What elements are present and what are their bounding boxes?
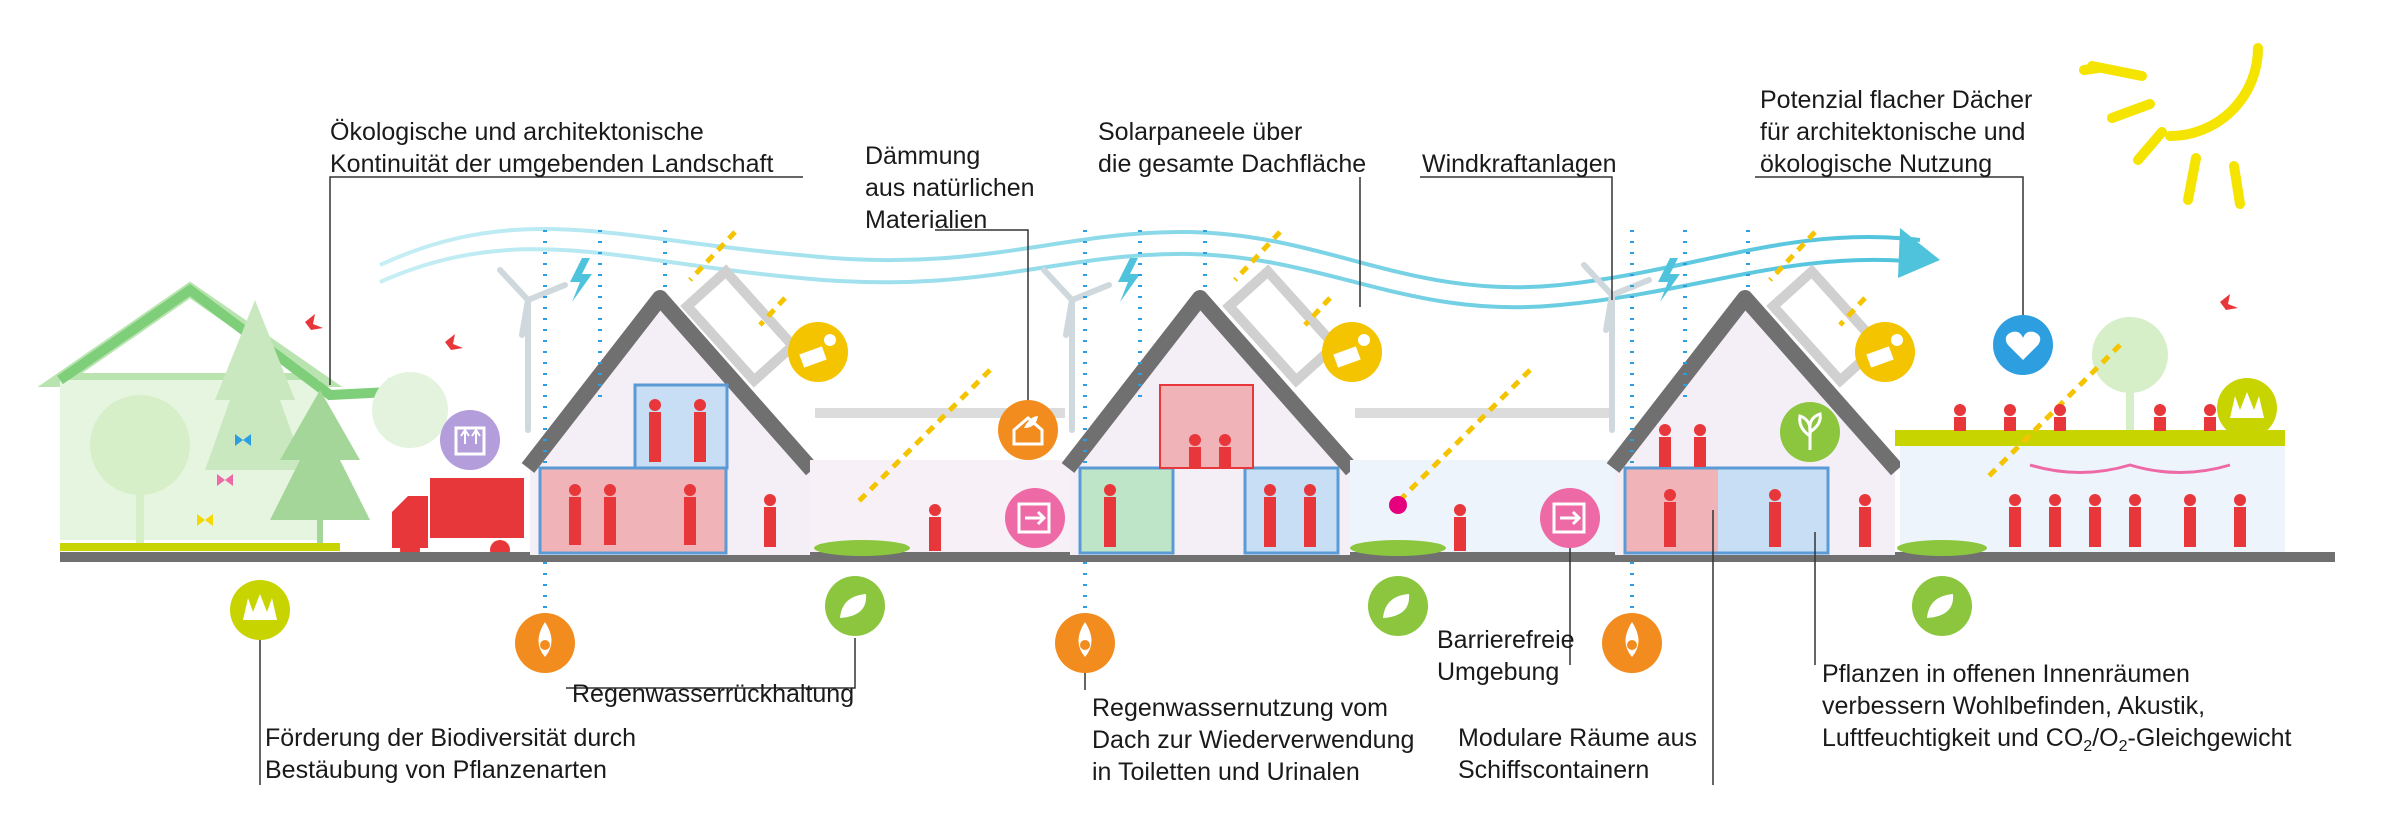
people-figures [569, 399, 2246, 551]
label-solar: Solarpaneele über die gesamte Dachfläche [1098, 118, 1367, 178]
label-modular: Modulare Räume aus Schiffscontainern [1458, 724, 1698, 784]
lightning-icon [570, 258, 592, 302]
butterfly-icon [217, 474, 233, 486]
container-icon [1540, 488, 1600, 548]
leaf-recycle-icon [1912, 576, 1972, 636]
solar-panel-icon [788, 322, 848, 382]
house-leaf-icon [998, 400, 1058, 460]
wind-turbine-icon [497, 267, 568, 433]
label-biodiversity: Förderung der Biodiversität durch Bestäu… [265, 724, 637, 784]
label-barrier-free: Barrierefreie Umgebung [1437, 626, 1575, 686]
label-plants: Pflanzen in offenen Innenräumen verbesse… [1822, 660, 2292, 755]
label-wind: Windkraftanlagen [1422, 150, 1617, 178]
rain-lines [543, 230, 1750, 610]
box-up-icon [440, 410, 500, 470]
solar-panel-icon [1855, 322, 1915, 382]
label-rainwater-retention: Regenwasserrückhaltung [572, 680, 855, 708]
leaf-recycle-icon [1368, 576, 1428, 636]
sun-rays [688, 230, 2122, 507]
container-icon [1005, 488, 1065, 548]
truck-icon [392, 478, 524, 560]
solar-panel-icon [1322, 322, 1382, 382]
heart-icon [1993, 315, 2053, 375]
wind-wave [379, 227, 1921, 310]
grass-icon [230, 580, 290, 640]
lightning-icon [1658, 258, 1680, 302]
flower-icon [1389, 496, 1407, 514]
wind-turbine-icon [1041, 267, 1112, 433]
sun-icon [2079, 43, 2263, 209]
building-2 [1061, 264, 1358, 555]
rain-recycle-icon [515, 613, 575, 673]
rain-recycle-icon [1602, 613, 1662, 673]
butterfly-icon [235, 434, 251, 446]
label-insulation: Dämmung aus natürlichen Materialien [865, 142, 1035, 234]
lightning-icon [1118, 258, 1140, 302]
bird-icon [2220, 294, 2238, 310]
butterfly-icon [197, 514, 213, 526]
leader-lines [259, 176, 2024, 785]
label-rainwater-use: Regenwassernutzung vom Dach zur Wiederve… [1092, 694, 1415, 786]
rain-recycle-icon [1055, 613, 1115, 673]
bird-icon [445, 334, 463, 350]
label-continuity: Ökologische und architektonische Kontinu… [330, 118, 774, 178]
building-3 [1606, 264, 1903, 555]
plant-hand-icon [1780, 402, 1840, 462]
ground-line [60, 552, 2335, 562]
bird-icon [305, 314, 323, 330]
label-flat-roofs: Potenzial flacher Dächer für architekton… [1760, 86, 2033, 178]
wind-turbine-icon [1581, 262, 1652, 433]
left-landscape [37, 281, 448, 551]
wind-arrow-icon [1898, 228, 1940, 278]
leaf-recycle-icon [825, 576, 885, 636]
grass-icon [2217, 378, 2277, 438]
